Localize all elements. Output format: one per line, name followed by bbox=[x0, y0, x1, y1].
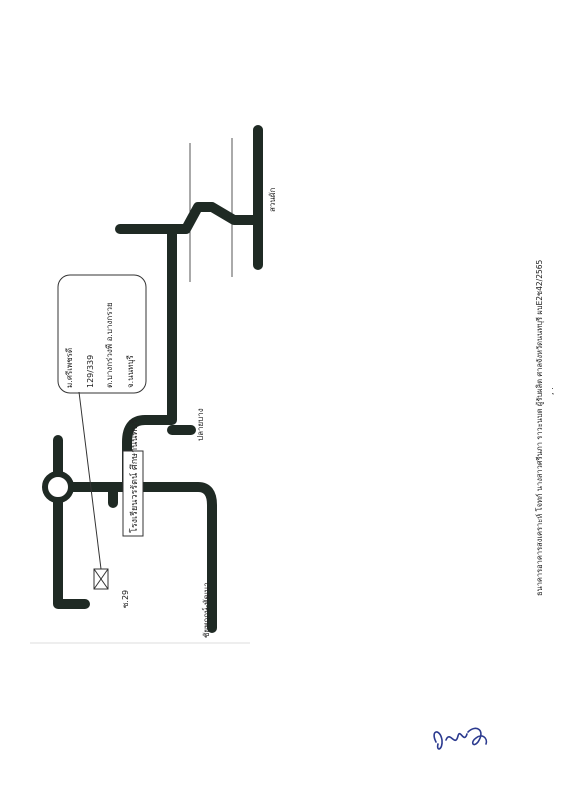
address-line-1: ม.ศรีเพชรดี bbox=[65, 347, 74, 388]
address-line-3: ต.บางกร่วงพี อ.บางกรวย bbox=[105, 302, 114, 388]
label-suan-phak: สวนผัก bbox=[268, 187, 277, 212]
road-connector bbox=[115, 202, 263, 234]
school-box bbox=[122, 450, 144, 537]
road-left bbox=[53, 435, 90, 609]
footer-note: ธนาคารอาคารสงเคราะห์ โจทก์ นางสาวศรีนภา … bbox=[535, 259, 544, 596]
address-callout bbox=[57, 274, 147, 394]
footer-marks: , . bbox=[546, 387, 555, 395]
roundabout bbox=[42, 471, 74, 503]
label-chaiyaphruek: ชัยพฤกษ์-พัฒนา bbox=[202, 582, 211, 638]
address-line-2: 129/339 bbox=[86, 354, 95, 388]
house-marker-icon bbox=[93, 568, 109, 590]
label-school: โรงเรียนวรรัตน์ ศึกษานนทบุรี bbox=[130, 419, 140, 533]
signature-mark bbox=[433, 727, 488, 750]
address-line-4: จ.นนทบุรี bbox=[126, 355, 135, 388]
label-plai-bang: ปลายบาง bbox=[196, 408, 205, 441]
label-soi-29: ซ.29 bbox=[121, 589, 130, 608]
callout-pointer bbox=[78, 391, 102, 570]
